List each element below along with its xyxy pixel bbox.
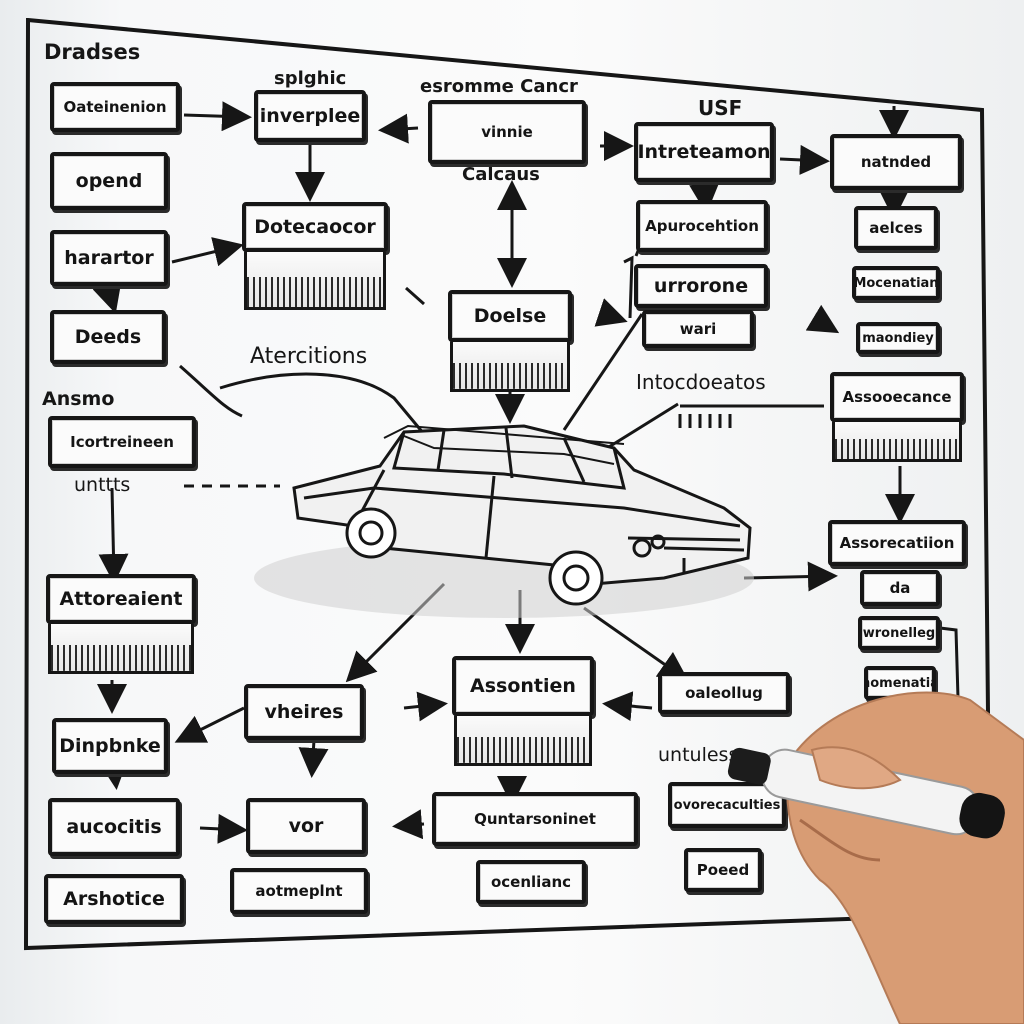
label-splghic: splghic — [274, 68, 347, 89]
label-unttts: unttts — [74, 474, 131, 496]
box-aotmeplnt: aotmeplnt — [230, 868, 368, 914]
label-usf: USF — [698, 96, 743, 120]
box-assontien: Assontien — [452, 656, 594, 716]
box-dinpbnke: Dinpbnke — [52, 718, 168, 774]
label-ansmo: Ansmo — [42, 388, 115, 410]
box-intreteamon: Intreteamon — [634, 122, 774, 182]
box-quntarsoninet: Quntarsoninet — [432, 792, 638, 846]
box-da: da — [860, 570, 940, 606]
box-mocenatian: Mocenatian — [852, 266, 940, 300]
hatch-assooecance — [832, 422, 962, 462]
box-arshotice: Arshotice — [44, 874, 184, 924]
box-assorecatiion: Assorecatiion — [828, 520, 966, 566]
box-oaleollug: oaleollug — [658, 672, 790, 714]
box-ocenlianc: ocenlianc — [476, 860, 586, 904]
hatch-dotecaocor — [244, 252, 386, 310]
box-wari: wari — [642, 310, 754, 348]
box-aelces: aelces — [854, 206, 938, 250]
box-wronelleg: wronelleg — [858, 616, 940, 650]
label-dradses: Dradses — [44, 40, 141, 64]
box-attoreaient: Attoreaient — [46, 574, 196, 624]
box-ovorecaculties: ovorecaculties — [668, 782, 786, 828]
label-intocdoeatos: Intocdoeatos — [636, 370, 766, 394]
box-vor: vor — [246, 798, 366, 854]
box-deeds: Deeds — [50, 310, 166, 364]
box-poeed: Poeed — [684, 848, 762, 892]
box-natnded: natnded — [830, 134, 962, 190]
box-opend: opend — [50, 152, 168, 210]
box-icortreineen: Icortreineen — [48, 416, 196, 468]
box-vheires: vheires — [244, 684, 364, 740]
hatch-assontien — [454, 716, 592, 766]
box-dotecaocor: Dotecaocor — [242, 202, 388, 252]
box-inverplee: inverplee — [254, 90, 366, 142]
car-illustration — [254, 424, 754, 618]
box-aucocitis: aucocitis — [48, 798, 180, 856]
box-assooecance: Assooecance — [830, 372, 964, 422]
box-doelse: Doelse — [448, 290, 572, 342]
box-apurocehtion: Apurocehtion — [636, 200, 768, 252]
label-calcaus: Calcaus — [462, 164, 540, 185]
box-vinnie: vinnie — [428, 100, 586, 164]
label-untuless: untuless — [658, 744, 739, 766]
box-maondiey: maondiey — [856, 322, 940, 354]
diagram-connectors — [24, 18, 990, 951]
box-nomenatia: nomenatia — [864, 666, 936, 700]
box-harartor: harartor — [50, 230, 168, 286]
box-urrorone: urrorone — [634, 264, 768, 308]
box-oateinenion: Oateinenion — [50, 82, 180, 132]
label-atercitions: Atercitions — [250, 344, 368, 369]
hatch-attoreaient — [48, 624, 194, 674]
label-esromme-cancr: esromme Cancr — [420, 76, 578, 97]
hatch-doelse — [450, 342, 570, 392]
whiteboard: Dradses splghic esromme Cancr USF Calcau… — [24, 18, 990, 958]
